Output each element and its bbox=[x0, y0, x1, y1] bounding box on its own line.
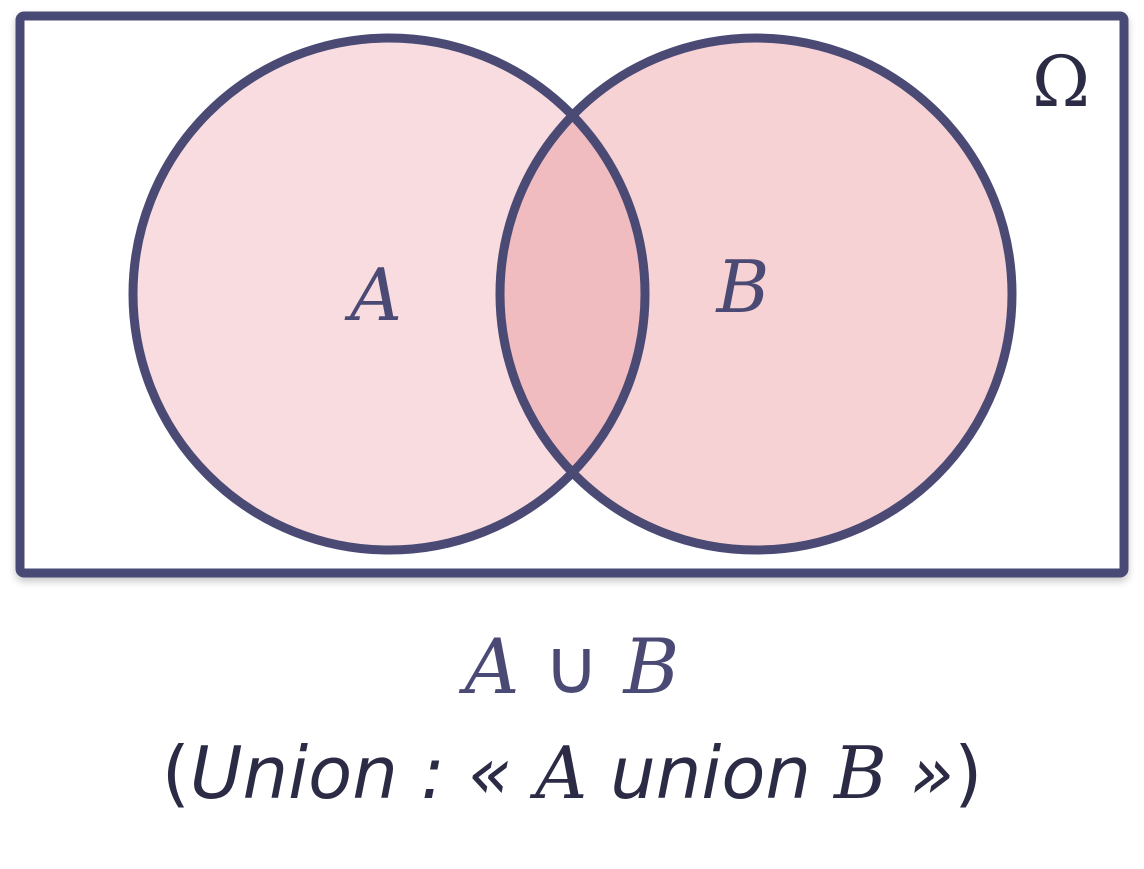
formula-set-a: A bbox=[464, 622, 520, 711]
caption-set-a: A bbox=[535, 731, 588, 815]
caption-middle: union bbox=[610, 731, 812, 815]
union-caption: (Union : « A union B ») bbox=[0, 728, 1144, 818]
set-a-circle bbox=[133, 38, 645, 550]
set-a-label: A bbox=[344, 253, 402, 337]
caption-close-quote: » bbox=[909, 731, 955, 815]
universe-label: Ω bbox=[1032, 41, 1090, 123]
set-b-circle bbox=[500, 38, 1012, 550]
union-operator: ∪ bbox=[543, 622, 600, 711]
set-a-outline bbox=[128, 33, 650, 555]
set-b-label: B bbox=[715, 245, 770, 329]
caption-set-b: B bbox=[833, 731, 887, 815]
caption-prefix: Union : « bbox=[189, 731, 513, 815]
union-formula: A ∪ B bbox=[0, 622, 1144, 712]
set-b-outline bbox=[495, 33, 1017, 555]
caption-close-paren: ) bbox=[954, 731, 983, 815]
caption-open-paren: ( bbox=[161, 731, 190, 815]
formula-set-b: B bbox=[623, 622, 680, 711]
